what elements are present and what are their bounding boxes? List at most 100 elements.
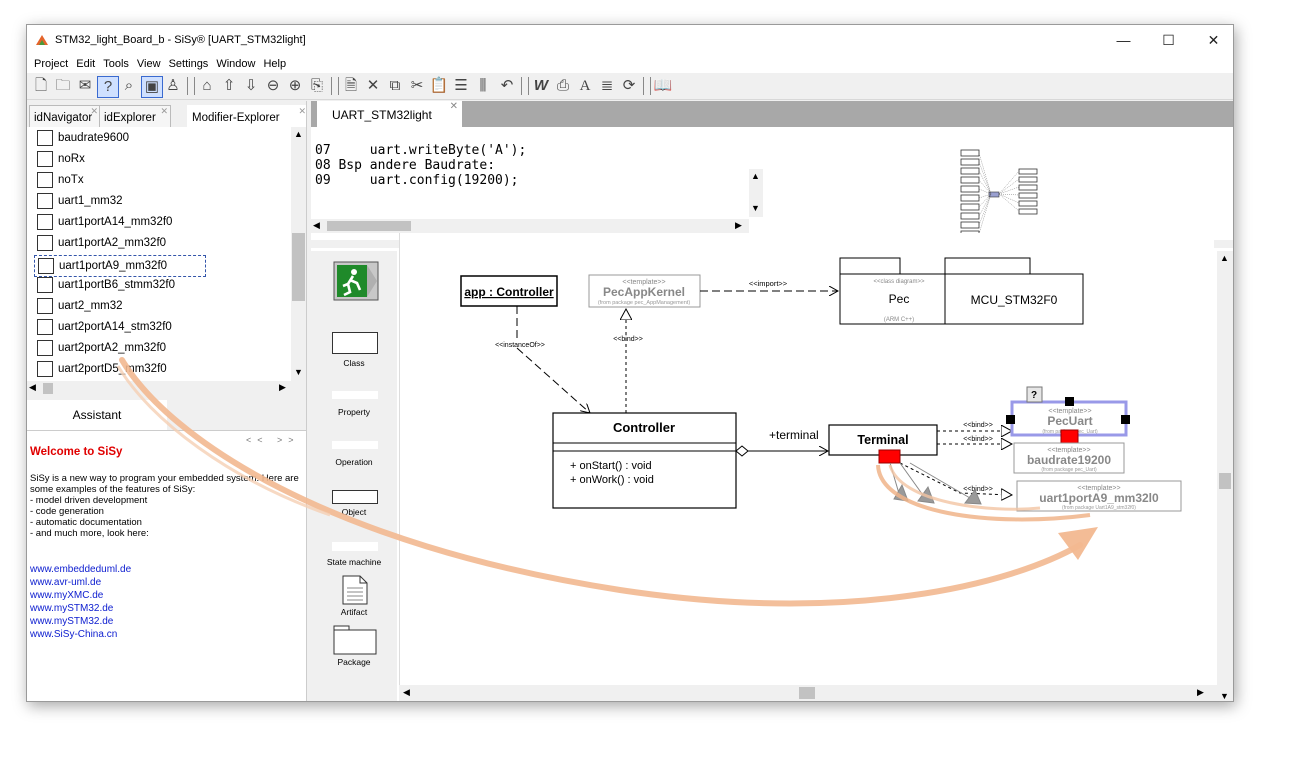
palette-object[interactable]: Object — [311, 507, 397, 517]
list-item[interactable]: noTx — [37, 171, 84, 189]
assistant-nav-buttons[interactable]: << >> — [246, 435, 302, 447]
mail-icon[interactable]: ✉ — [75, 76, 95, 96]
print-icon[interactable]: ⎙ — [553, 76, 573, 96]
checkbox[interactable] — [37, 340, 53, 356]
uart-port-template[interactable]: <<template>> uart1portA9_mm32l0 (from pa… — [1017, 481, 1181, 511]
checkbox[interactable] — [37, 214, 53, 230]
undo-icon[interactable]: ↶ — [497, 76, 517, 96]
book-icon[interactable]: 📖 — [653, 76, 673, 96]
link-sisy-china[interactable]: www.SiSy-China.cn — [30, 628, 131, 641]
controller-class[interactable]: Controller + onStart() : void + onWork()… — [553, 413, 736, 508]
checkbox[interactable] — [37, 319, 53, 335]
tab-assistant[interactable]: Assistant — [27, 400, 167, 430]
list-item[interactable]: uart2portD5_mm32f0 — [37, 360, 167, 378]
list-item[interactable]: noRx — [37, 150, 85, 168]
list-item[interactable]: baudrate9600 — [37, 129, 129, 147]
link-avr-uml[interactable]: www.avr-uml.de — [30, 576, 131, 589]
modifier-list-hscrollbar[interactable]: ◀ ▶ — [27, 381, 306, 396]
list-item[interactable]: uart1portA2_mm32f0 — [37, 234, 166, 252]
scroll-left-icon[interactable]: ◀ — [403, 687, 410, 698]
menu-edit[interactable]: Edit — [76, 55, 95, 73]
instanceof-dependency[interactable] — [517, 306, 590, 413]
link-myxmc[interactable]: www.myXMC.de — [30, 589, 131, 602]
scroll-left-icon[interactable]: ◀ — [29, 382, 36, 393]
diagram-overview[interactable] — [951, 147, 1061, 242]
scroll-right-icon[interactable]: ▶ — [735, 220, 742, 231]
palette-state-machine[interactable]: State machine — [311, 557, 397, 567]
list-item[interactable]: uart2portA14_stm32f0 — [37, 318, 172, 336]
scroll-right-icon[interactable]: ▶ — [1197, 687, 1204, 698]
link-embeddeduml[interactable]: www.embeddeduml.de — [30, 563, 131, 576]
checkbox[interactable] — [37, 172, 53, 188]
app-object[interactable]: app : Controller — [461, 276, 557, 306]
artifact-icon[interactable] — [342, 575, 368, 605]
pec-uart-template[interactable]: <<template>> PecUart (from package pec_U… — [1006, 397, 1130, 445]
palette-class[interactable]: Class — [311, 358, 397, 368]
scroll-left-icon[interactable]: ◀ — [313, 220, 320, 231]
list-item[interactable]: uart2portA2_mm32f0 — [37, 339, 166, 357]
menu-window[interactable]: Window — [216, 55, 255, 73]
checkbox[interactable] — [37, 361, 53, 377]
pec-package[interactable]: <<class diagram>> Pec (ARM C++) — [840, 258, 959, 324]
document-icon[interactable]: 🗎 — [341, 76, 361, 96]
code-editor[interactable]: 07 uart.writeByte('A');08 Bsp andere Bau… — [315, 143, 526, 188]
terminal-class[interactable]: Terminal — [829, 425, 937, 463]
selection-handle[interactable] — [879, 450, 900, 463]
home-icon[interactable]: ⌂ — [197, 76, 217, 96]
close-button[interactable]: ✕ — [1191, 25, 1234, 55]
refresh-icon[interactable]: ⟳ — [619, 76, 639, 96]
arrow-down-icon[interactable]: ⇩ — [241, 76, 261, 96]
property-shape-icon[interactable] — [332, 391, 378, 399]
checkbox[interactable] — [37, 151, 53, 167]
font-icon[interactable]: A — [575, 76, 595, 96]
checkbox[interactable] — [37, 235, 53, 251]
code-hscrollbar[interactable]: ◀ ▶ — [311, 219, 749, 233]
link-mystm32[interactable]: www.mySTM32.de — [30, 602, 131, 615]
paste-icon[interactable]: 📋 — [429, 76, 449, 96]
palette-property[interactable]: Property — [311, 407, 397, 417]
checkbox[interactable] — [37, 193, 53, 209]
scroll-right-icon[interactable]: ▶ — [279, 382, 286, 393]
list-item[interactable]: uart1portB6_stmm32f0 — [37, 276, 175, 294]
scrollbar-thumb[interactable] — [43, 383, 53, 394]
word-icon[interactable]: W — [531, 76, 551, 96]
scroll-up-icon[interactable]: ▲ — [1220, 253, 1229, 263]
scroll-up-icon[interactable]: ▲ — [294, 129, 303, 139]
checkbox[interactable] — [37, 130, 53, 146]
copy-icon[interactable]: ⧉ — [385, 76, 405, 96]
run-icon[interactable] — [333, 261, 379, 301]
scrollbar-thumb[interactable] — [327, 221, 411, 231]
arrow-up-icon[interactable]: ⇧ — [219, 76, 239, 96]
tab-uart-stm32light[interactable]: UART_STM32light✕ — [317, 101, 462, 127]
selection-handle[interactable] — [1065, 397, 1074, 406]
selection-handle[interactable] — [1121, 415, 1130, 424]
zoom-in-icon[interactable]: ⊕ — [285, 76, 305, 96]
selection-handle[interactable] — [1006, 415, 1015, 424]
columns-icon[interactable]: ⫼ — [473, 76, 493, 96]
menu-settings[interactable]: Settings — [169, 55, 209, 73]
code-vscrollbar[interactable]: ▲ ▼ — [749, 169, 763, 217]
scroll-down-icon[interactable]: ▼ — [1220, 691, 1229, 701]
menu-view[interactable]: View — [137, 55, 161, 73]
maximize-button[interactable]: ☐ — [1146, 25, 1191, 55]
tab-idexplorer[interactable]: idExplorer✕ — [99, 105, 171, 128]
help-icon[interactable]: ? — [97, 76, 119, 98]
mcu-package[interactable]: MCU_STM32F0 — [945, 258, 1083, 324]
state-machine-shape-icon[interactable] — [332, 542, 378, 551]
scrollbar-thumb[interactable] — [292, 233, 305, 301]
operation-shape-icon[interactable] — [332, 441, 378, 449]
palette-operation[interactable]: Operation — [311, 457, 397, 467]
close-tab-icon[interactable]: ✕ — [298, 99, 306, 123]
open-folder-icon[interactable]: 🗀 — [53, 76, 73, 96]
scroll-down-icon[interactable]: ▼ — [751, 203, 760, 213]
tab-modifier-explorer[interactable]: Modifier-Explorer✕ — [187, 105, 309, 128]
person-icon[interactable]: ♙ — [163, 76, 183, 96]
package-icon[interactable] — [333, 625, 377, 655]
menu-tools[interactable]: Tools — [103, 55, 129, 73]
close-tab-icon[interactable]: ✕ — [160, 99, 168, 123]
list-icon[interactable]: ≣ — [597, 76, 617, 96]
new-icon[interactable]: 🗋 — [31, 76, 51, 96]
list-item-selected[interactable]: uart1portA9_mm32f0 — [34, 255, 206, 277]
properties-icon[interactable]: ⎘ — [307, 76, 327, 96]
object-shape-icon[interactable] — [332, 490, 378, 504]
